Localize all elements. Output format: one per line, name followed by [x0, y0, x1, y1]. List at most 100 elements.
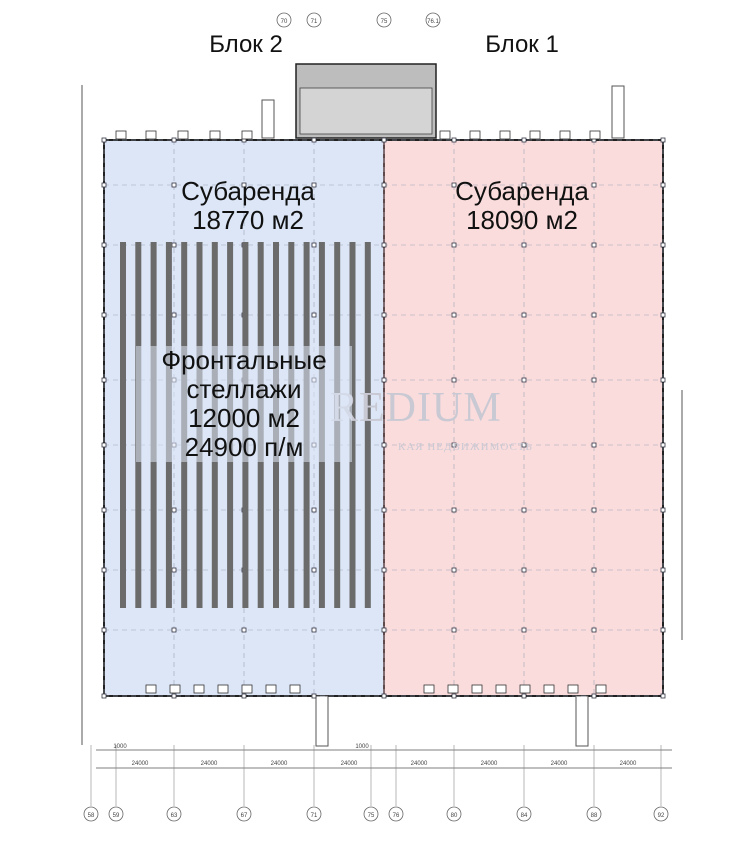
axis-marker-label: 76: [393, 813, 400, 819]
right-zone-area: 18090 м2: [466, 205, 578, 236]
column-marker: [660, 182, 666, 188]
dock-gate: [241, 684, 253, 694]
column-marker: [381, 507, 387, 513]
column-marker: [521, 627, 527, 633]
column-marker: [451, 242, 457, 248]
column-marker: [381, 377, 387, 383]
column-marker: [381, 627, 387, 633]
column-marker: [171, 182, 177, 188]
right-zone-title: Субаренда: [455, 176, 589, 206]
column-marker: [171, 693, 177, 699]
dock-gate: [115, 130, 127, 140]
dock-gate: [423, 684, 435, 694]
dock-gate: [217, 684, 229, 694]
column-marker: [171, 242, 177, 248]
dock-gate: [499, 130, 511, 140]
axis-marker-label: 58: [88, 813, 95, 819]
column-marker: [521, 693, 527, 699]
dimension-label: 24000: [551, 761, 568, 767]
dock-gate: [177, 130, 189, 140]
axis-marker-label: 75: [368, 813, 375, 819]
column-marker: [381, 693, 387, 699]
annex-inner: [299, 87, 433, 135]
dock-gate: [519, 684, 531, 694]
column-marker: [451, 182, 457, 188]
column-marker: [171, 627, 177, 633]
axis-marker-circle: [83, 806, 99, 822]
left-zone-title: Субаренда: [181, 176, 315, 206]
dock-pillar-left-top: [261, 99, 275, 139]
column-marker: [451, 507, 457, 513]
column-marker: [521, 442, 527, 448]
dock-gate: [471, 684, 483, 694]
right-zone-fill: [383, 139, 664, 697]
dimension-label-small: 1000: [113, 744, 127, 750]
column-marker: [660, 567, 666, 573]
column-marker: [521, 137, 527, 143]
axis-marker-circle: [586, 806, 602, 822]
structural-grid: [101, 137, 666, 699]
dock-gate: [447, 684, 459, 694]
dock-gate: [567, 684, 579, 694]
axis-marker-circle: [653, 806, 669, 822]
column-marker: [101, 442, 107, 448]
column-marker: [171, 507, 177, 513]
dock-pillar-right-top: [611, 85, 625, 139]
column-marker: [171, 312, 177, 318]
column-marker: [660, 312, 666, 318]
watermark-brand: REDIUM: [330, 385, 502, 431]
column-marker: [101, 312, 107, 318]
column-marker: [101, 567, 107, 573]
axis-marker-label: 84: [521, 813, 528, 819]
column-marker: [521, 377, 527, 383]
dimension-label-small: 1000: [355, 744, 369, 750]
dimension-label: 24000: [411, 761, 428, 767]
axis-marker-circle: [306, 12, 322, 28]
left-zone-area: 18770 м2: [192, 205, 304, 236]
axis-marker-circle: [236, 806, 252, 822]
column-marker: [381, 567, 387, 573]
dock-gate: [595, 684, 607, 694]
column-marker: [311, 567, 317, 573]
column-marker: [311, 242, 317, 248]
column-marker: [521, 507, 527, 513]
axis-marker-label: 71: [311, 19, 318, 25]
dimension-label: 24000: [271, 761, 288, 767]
column-marker: [521, 312, 527, 318]
dock-gate: [495, 684, 507, 694]
dock-gate: [529, 130, 541, 140]
left-zone-label: Субаренда 18770 м2: [150, 176, 346, 236]
dock-gate: [289, 684, 301, 694]
column-marker: [241, 627, 247, 633]
axis-marker-label: 75: [381, 19, 388, 25]
column-marker: [451, 627, 457, 633]
axis-marker-label: 76.1: [427, 19, 439, 25]
column-marker: [521, 242, 527, 248]
racks-label: Фронтальные стеллажи 12000 м2 24900 п/м: [136, 345, 352, 463]
axis-marker-label: 71: [311, 813, 318, 819]
column-marker: [451, 137, 457, 143]
axis-marker-circle: [166, 806, 182, 822]
column-marker: [381, 137, 387, 143]
dock-gate: [241, 130, 253, 140]
axis-marker-circle: [425, 12, 441, 28]
column-marker: [451, 312, 457, 318]
axis-marker-circle: [108, 806, 124, 822]
axis-marker-circle: [363, 806, 379, 822]
racks-line-1: Фронтальные: [161, 345, 327, 375]
column-marker: [241, 693, 247, 699]
dock-gate: [145, 684, 157, 694]
column-marker: [591, 312, 597, 318]
dock-gate: [543, 684, 555, 694]
watermark-subtitle: КАЯ НЕДВИЖИМОСТЬ: [398, 441, 533, 453]
dimension-label: 24000: [620, 761, 637, 767]
axis-marker-label: 92: [658, 813, 665, 819]
axis-marker-label: 80: [451, 813, 458, 819]
racks-line-4: 24900 п/м: [184, 432, 304, 463]
axis-marker-circle: [306, 806, 322, 822]
dimension-label: 24000: [341, 761, 358, 767]
column-marker: [451, 693, 457, 699]
dock-gate: [209, 130, 221, 140]
column-marker: [171, 137, 177, 143]
column-marker: [381, 182, 387, 188]
